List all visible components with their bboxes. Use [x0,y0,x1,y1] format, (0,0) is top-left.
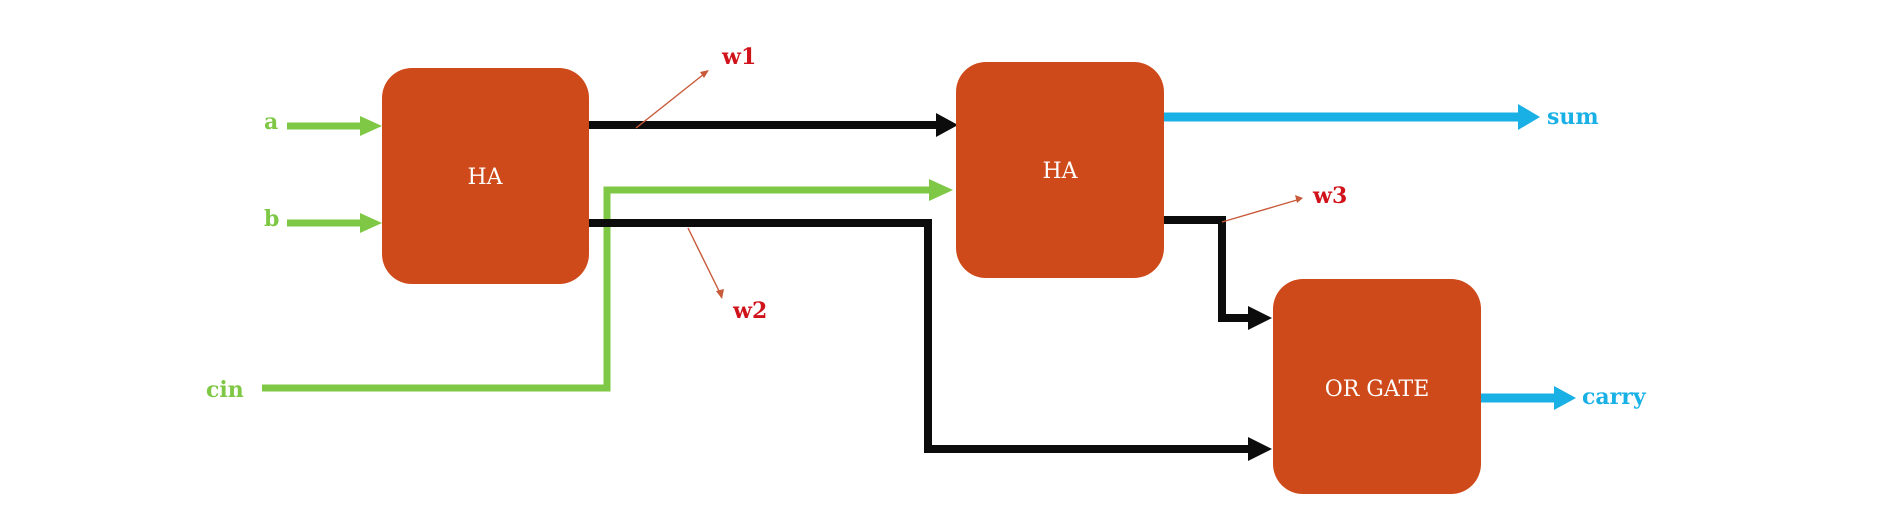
w1-pointer [635,70,709,129]
half-adder-1-label: HA [467,165,503,190]
wire-w2-label: w2 [732,298,767,324]
half-adder-2: HA [956,62,1164,278]
wire-w2 [588,219,1272,461]
half-adder-2-label: HA [1042,159,1078,184]
w3-pointer [1221,195,1303,223]
or-gate-label: OR GATE [1325,377,1430,402]
w2-pointer [687,227,724,299]
input-b-wire [287,213,382,233]
input-a-label: a [264,109,278,135]
wire-w1 [588,113,958,137]
output-sum-label: sum [1547,104,1599,130]
input-b-label: b [264,206,279,232]
input-cin-label: cin [206,377,244,403]
half-adder-1: HA [382,68,589,284]
output-sum-wire [1163,104,1540,130]
wire-w3 [1163,216,1272,330]
output-carry-label: carry [1582,384,1647,410]
output-carry-wire [1480,386,1576,410]
wire-w3-label: w3 [1312,183,1347,209]
input-a-wire [287,116,382,136]
wire-w1-label: w1 [721,44,756,70]
input-cin-wire [262,179,953,392]
or-gate: OR GATE [1273,279,1481,494]
